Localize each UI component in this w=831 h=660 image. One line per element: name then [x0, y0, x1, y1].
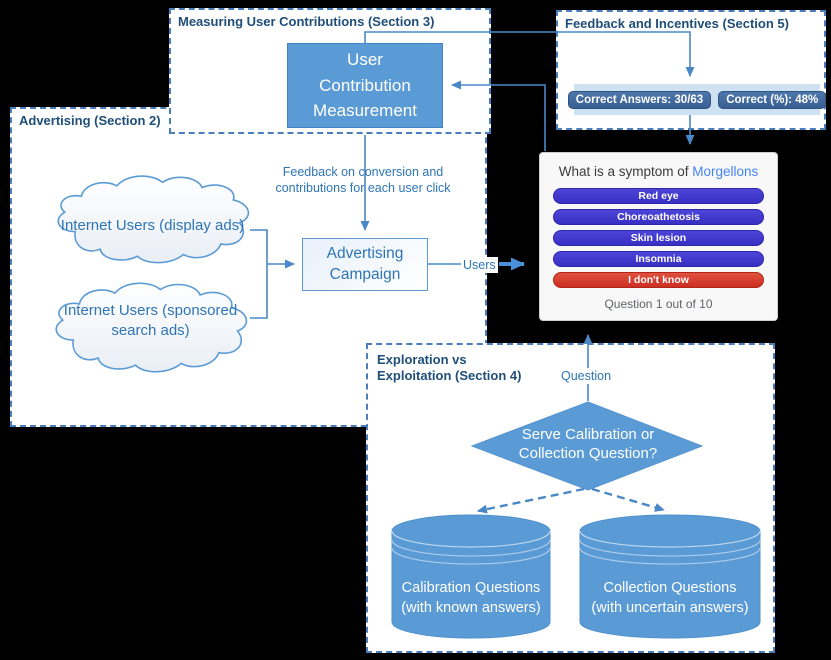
quiz-question-prefix: What is a symptom of — [558, 164, 693, 179]
user-contribution-measurement-node: User Contribution Measurement — [287, 43, 443, 128]
answer-button-red-eye[interactable]: Red eye — [553, 188, 764, 204]
exploration-section-box — [366, 343, 775, 653]
answer-button-insomnia[interactable]: Insomnia — [553, 251, 764, 267]
correct-answers-badge: Correct Answers: 30/63 — [567, 90, 712, 109]
quiz-progress: Question 1 out of 10 — [604, 297, 713, 311]
answer-button-dont-know[interactable]: I don't know — [553, 272, 764, 288]
advertising-campaign-node: Advertising Campaign — [302, 238, 428, 291]
quiz-card: What is a symptom of Morgellons Red eye … — [539, 152, 778, 321]
answer-button-choreoathetosis[interactable]: Choreoathetosis — [553, 209, 764, 225]
answer-button-skin-lesion[interactable]: Skin lesion — [553, 230, 764, 246]
incentive-strip: Correct Answers: 30/63 Correct (%): 48% — [567, 84, 827, 115]
correct-percent-badge: Correct (%): 48% — [718, 90, 827, 109]
quiz-question-term: Morgellons — [692, 164, 759, 179]
quiz-question: What is a symptom of Morgellons — [540, 164, 777, 179]
